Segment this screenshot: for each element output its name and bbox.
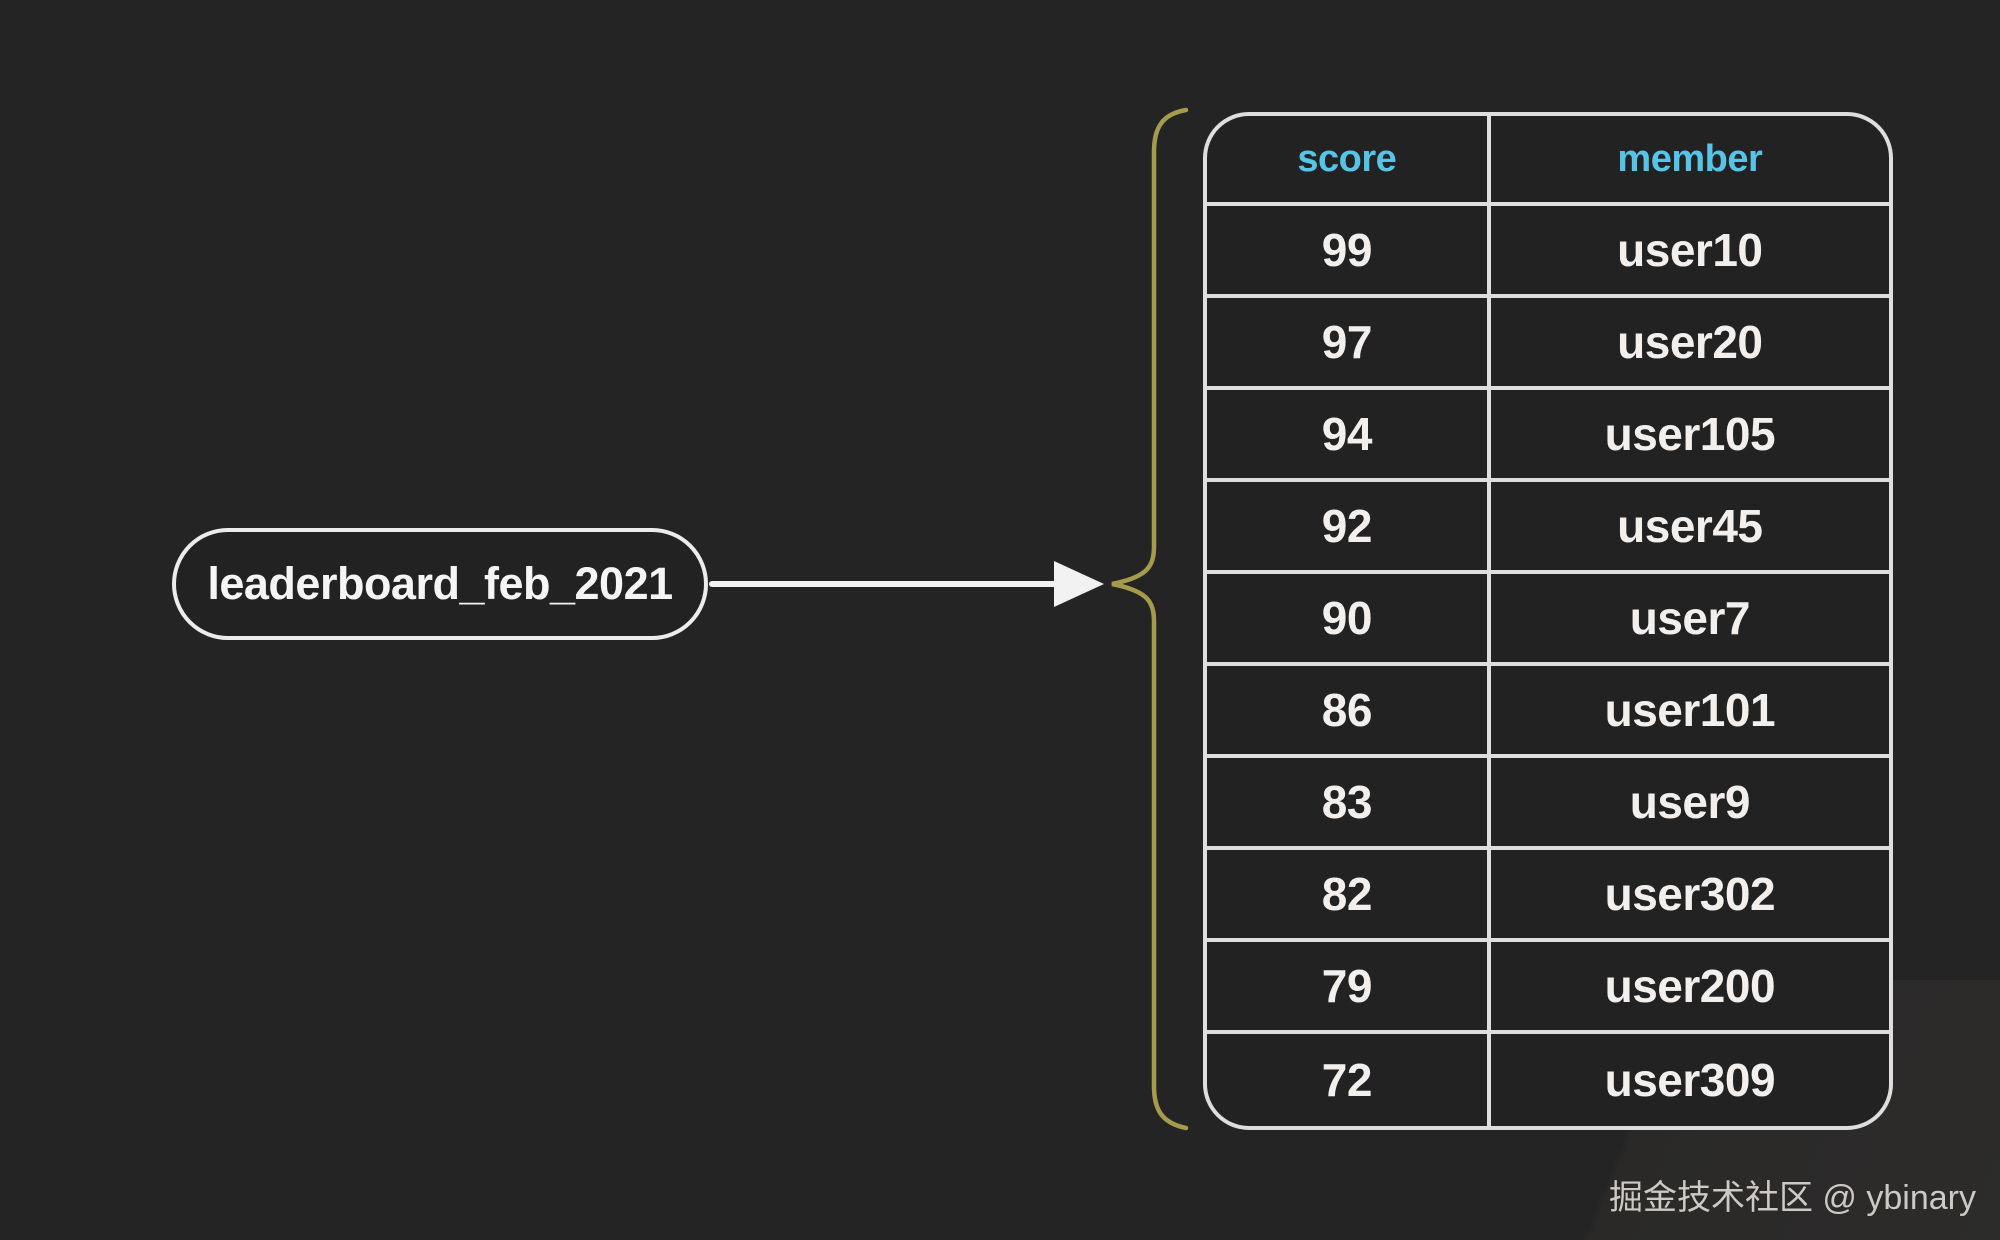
member-cell: user20	[1490, 298, 1889, 390]
member-cell: user302	[1490, 850, 1889, 942]
score-cell: 90	[1207, 574, 1491, 666]
score-cell: 79	[1207, 942, 1491, 1034]
key-label: leaderboard_feb_2021	[207, 558, 673, 609]
column-header-score: score	[1207, 116, 1491, 206]
score-cell: 92	[1207, 482, 1491, 574]
score-cell: 99	[1207, 206, 1491, 298]
score-cell: 83	[1207, 758, 1491, 850]
score-cell: 97	[1207, 298, 1491, 390]
column-header-member: member	[1490, 116, 1889, 206]
score-cell: 86	[1207, 666, 1491, 758]
member-cell: user101	[1490, 666, 1889, 758]
member-cell: user9	[1490, 758, 1889, 850]
member-cell: user10	[1490, 206, 1889, 298]
watermark: 掘金技术社区 @ ybinary	[1608, 1179, 1976, 1217]
member-cell: user45	[1490, 482, 1889, 574]
key-node: leaderboard_feb_2021	[172, 528, 708, 640]
score-cell: 94	[1207, 390, 1491, 482]
member-cell: user309	[1604, 1054, 1776, 1106]
curly-brace-icon	[1111, 107, 1189, 1131]
score-cell: 72	[1207, 1034, 1491, 1126]
member-cell: user200	[1490, 942, 1889, 1034]
member-cell: user7	[1490, 574, 1889, 666]
arrow-head-icon	[1054, 561, 1104, 607]
member-cell: user105	[1490, 390, 1889, 482]
score-cell: 82	[1207, 850, 1491, 942]
